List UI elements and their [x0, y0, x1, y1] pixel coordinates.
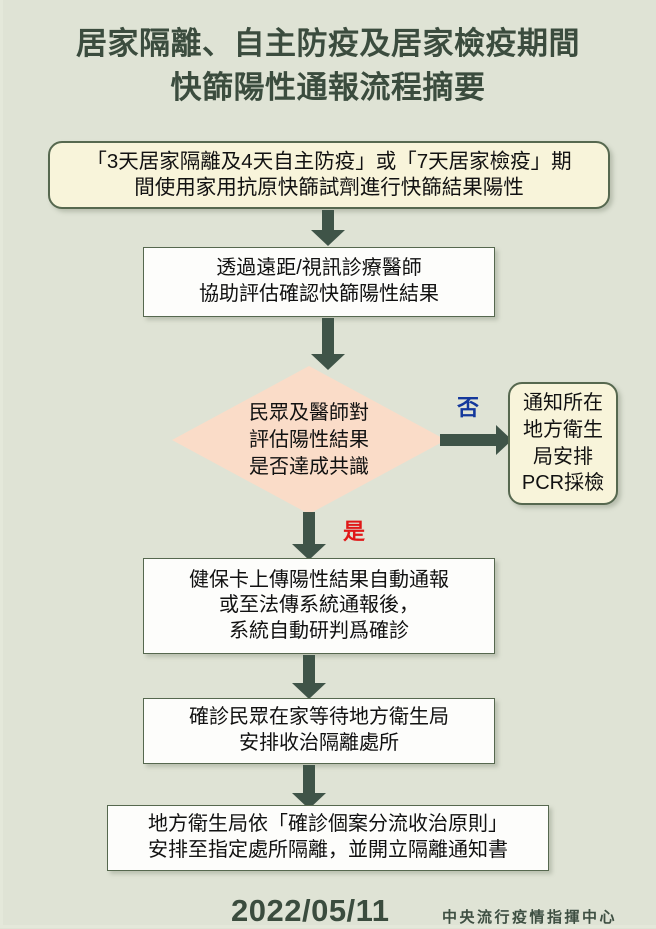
arrow-nhi-report-to-wait: [292, 655, 326, 699]
arrow-decision-to-pcr: [440, 425, 512, 455]
flow-node-consensus-decision-label: 民眾及醫師對 評估陽性結果 是否達成共識: [249, 401, 369, 478]
footer-date: 2022/05/11: [231, 893, 390, 928]
page-title-line-2: 快篩陽性通報流程摘要: [170, 70, 486, 106]
branch-label-no: 否: [457, 395, 480, 420]
flow-node-consensus-decision: 民眾及醫師對 評估陽性結果 是否達成共識: [172, 366, 446, 514]
footer-organization: 中央流行疫情指揮中心: [442, 909, 618, 926]
diamond-shape: [172, 366, 446, 514]
flow-node-telemedicine: 透過遠距/視訊診療醫師 協助評估確認快篩陽性結果: [143, 247, 495, 317]
page-title-line-1: 居家隔離、自主防疫及居家檢疫期間: [76, 26, 580, 61]
arrow-start-to-telemedicine: [311, 210, 345, 246]
arrow-wait-to-health-bureau: [292, 765, 326, 809]
flow-node-nhi-card-report: 健保卡上傳陽性結果自動通報 或至法傳系統通報後， 系統自動研判爲確診: [143, 558, 495, 654]
flow-node-pcr-branch: 通知所在 地方衛生 局安排 PCR採檢: [508, 382, 618, 505]
flow-node-start: 「3天居家隔離及4天自主防疫」或「7天居家檢疫」期 間使用家用抗原快篩試劑進行快…: [48, 141, 610, 209]
arrow-telemedicine-to-decision: [311, 318, 345, 370]
arrow-decision-to-nhi-report: [292, 512, 326, 560]
page-title: 居家隔離、自主防疫及居家檢疫期間 快篩陽性通報流程摘要: [0, 22, 656, 110]
branch-label-yes: 是: [343, 519, 366, 544]
flow-node-wait-at-home: 確診民眾在家等待地方衛生局 安排收治隔離處所: [143, 698, 495, 764]
flow-node-health-bureau-arrange: 地方衛生局依「確診個案分流收治原則」 安排至指定處所隔離，並開立隔離通知書: [107, 805, 549, 871]
